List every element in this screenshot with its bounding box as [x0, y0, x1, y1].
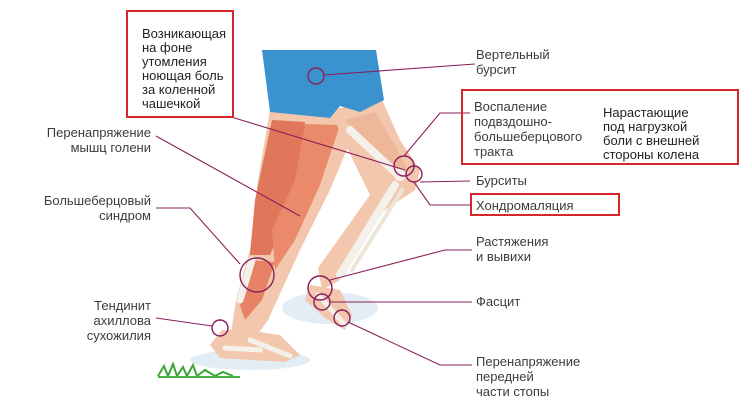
label-shin-overload: Перенапряжение мышц голени — [46, 125, 151, 155]
label-tibial-syndrome: Большеберцовый синдром — [43, 193, 151, 223]
shin-marker — [239, 257, 275, 293]
highlight-box-chondromalacia — [470, 193, 620, 216]
leader-sprains — [329, 249, 472, 281]
label-sprains: Растяжения и вывихи — [476, 234, 549, 264]
annotation-outer-knee-pain: Нарастающие под нагрузкой боли с внешней… — [603, 105, 700, 162]
leader-hip — [323, 63, 476, 76]
back-leg — [210, 110, 360, 362]
label-itb-inflammation: Воспаление подвздошно- большеберцового т… — [474, 99, 583, 159]
leader-bursitis — [419, 180, 471, 183]
leader-forefoot — [347, 321, 472, 366]
hip-marker — [307, 67, 325, 85]
label-hip-bursitis: Вертельный бурсит — [476, 47, 550, 77]
grass — [157, 361, 240, 379]
label-chondromalacia: Хондромаляция — [476, 198, 574, 213]
annotation-box-fatigue: Возникающая на фоне утомления ноющая бол… — [126, 10, 234, 118]
label-achilles: Тендинит ахиллова сухожилия — [86, 298, 151, 343]
leader-itb — [403, 112, 470, 157]
leader-tibial — [156, 207, 241, 265]
leader-achilles — [155, 317, 213, 327]
front-leg — [305, 100, 420, 330]
achilles-marker — [211, 319, 229, 337]
shorts — [262, 50, 384, 118]
leader-shin — [155, 135, 301, 217]
label-fasciitis: Фасцит — [476, 294, 521, 309]
label-bursitis: Бурситы — [476, 173, 527, 188]
forefoot-marker — [333, 309, 351, 327]
ankle-marker — [307, 275, 333, 301]
leader-chondromalacia — [413, 181, 472, 206]
annotation-box-outer-knee: Нарастающие под нагрузкой боли с внешней… — [461, 89, 739, 165]
label-forefoot-overload: Перенапряжение передней части стопы — [476, 354, 581, 399]
leader-fatigue — [227, 115, 406, 171]
annotation-fatigue-pain: Возникающая на фоне утомления ноющая бол… — [142, 26, 227, 111]
